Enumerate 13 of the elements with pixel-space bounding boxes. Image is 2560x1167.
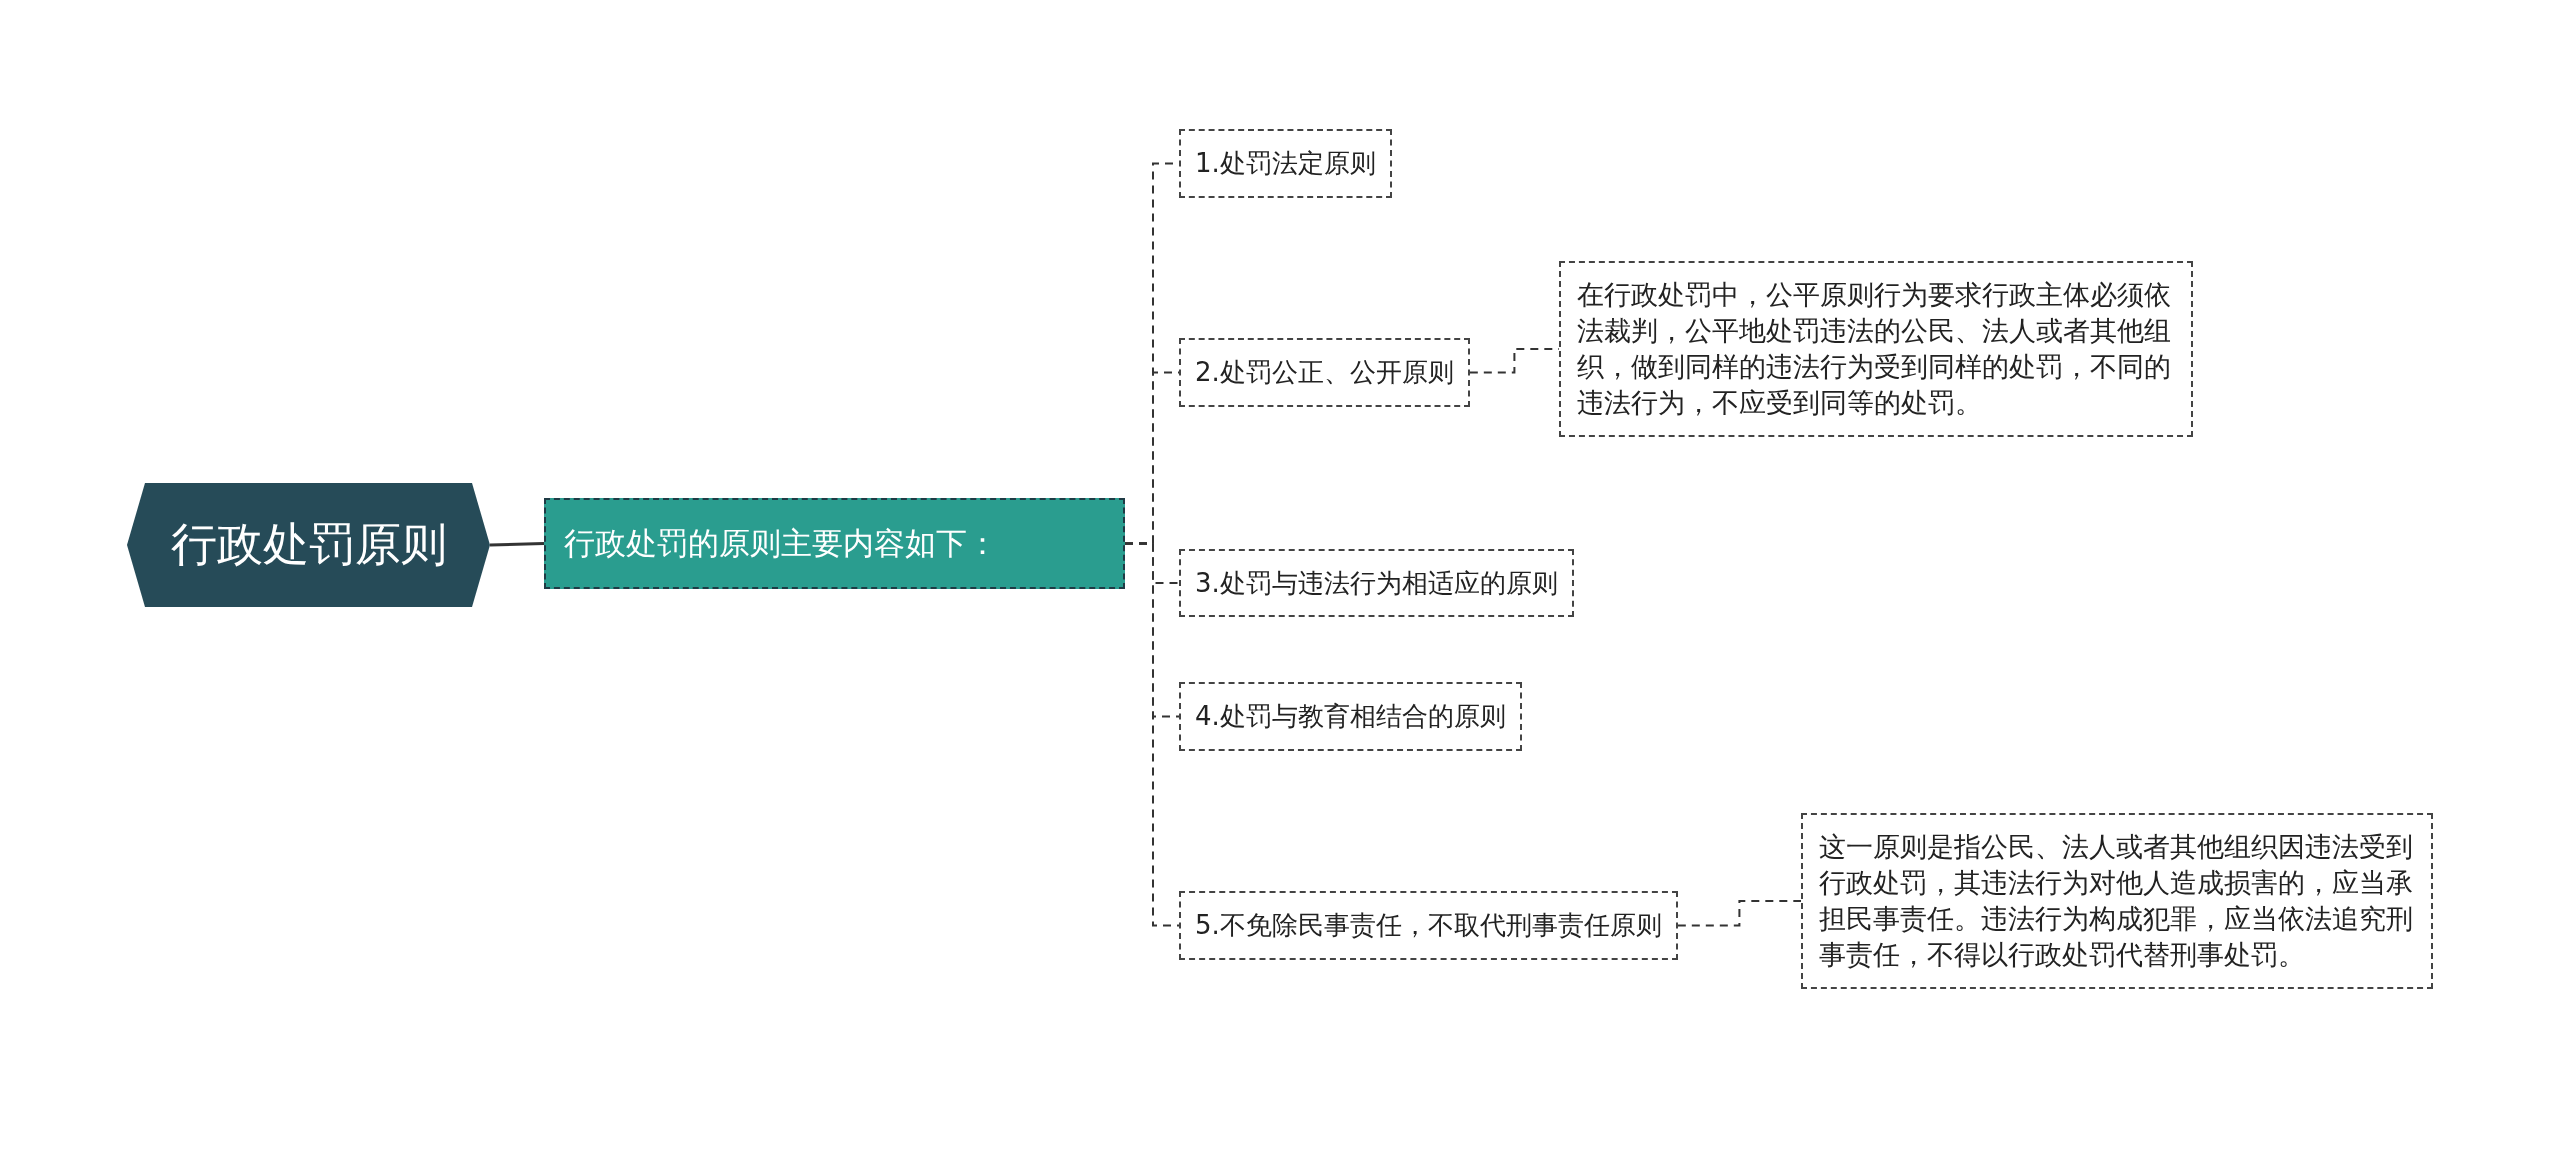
connector-line	[489, 542, 545, 547]
subtopic-box: 4.处罚与教育相结合的原则	[1179, 682, 1522, 751]
topic-text: 行政处罚原则	[170, 516, 447, 573]
description-box: 在行政处罚中，公平原则行为要求行政主体必须依法裁判，公平地处罚违法的公民、法人或者其他组织，做到同样的违法行为受到同样的处罚，不同的违法行为，不应受到同等的处罚。	[1559, 261, 2193, 437]
connector-line	[1124, 542, 1180, 927]
main-topic-box: 行政处罚的原则主要内容如下：	[544, 498, 1125, 589]
root-topic-hexagon	[127, 483, 490, 607]
connector-line	[1676, 900, 1802, 927]
description-box: 这一原则是指公民、法人或者其他组织因违法受到行政处罚，其违法行为对他人造成损害的，应当承担民事责任。违法行为构成犯罪，应当依法追究刑事责任，不得以行政处罚代替刑事处罚。	[1801, 813, 2433, 989]
subtopic-box: 5.不免除民事责任，不取代刑事责任原则	[1179, 891, 1678, 960]
subtopic-box: 3.处罚与违法行为相适应的原则	[1179, 549, 1574, 617]
subtopic-box: 1.处罚法定原则	[1179, 129, 1392, 198]
subtopic-box: 2.处罚公正、公开原则	[1179, 338, 1470, 407]
